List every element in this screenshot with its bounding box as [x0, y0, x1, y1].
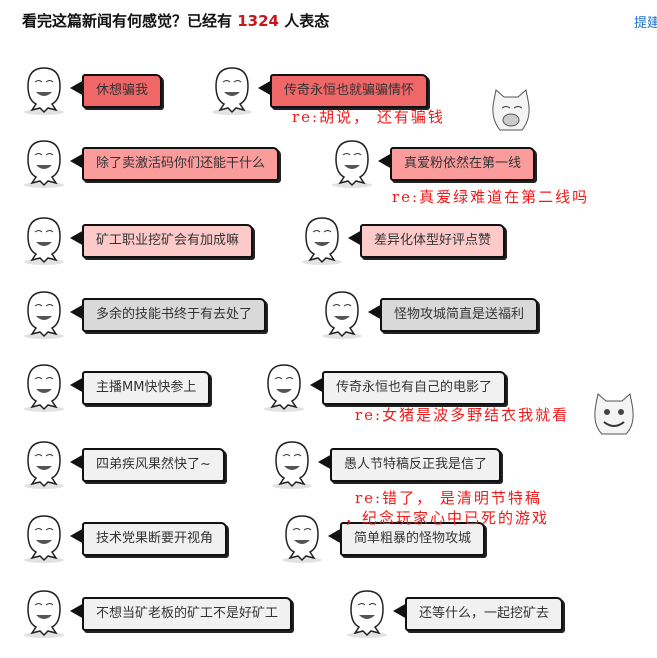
- reaction-bubble[interactable]: 传奇永恒也就骗骗情怀: [257, 74, 429, 108]
- page-title: 看完这篇新闻有何感觉？已经有 1324 人表态: [22, 10, 329, 31]
- reaction-bubble[interactable]: 差异化体型好评点赞: [347, 224, 506, 258]
- grin-face-icon: [282, 515, 322, 563]
- laughing-face-icon: [24, 441, 64, 489]
- calm-face-icon: [347, 590, 387, 638]
- grin-face-icon: [322, 291, 362, 339]
- grin-face-icon: [24, 291, 64, 339]
- reaction-bubble[interactable]: 多余的技能书终于有去处了: [69, 298, 267, 332]
- reaction-bubble[interactable]: 矿工职业挖矿会有加成嘛: [69, 224, 254, 258]
- reaction-bubble[interactable]: 简单粗暴的怪物攻城: [327, 522, 486, 556]
- reaction-bubble[interactable]: 主播MM快快参上: [69, 371, 211, 405]
- title-text: 看完这篇新闻有何感觉？已经有: [22, 12, 233, 30]
- annotation-note: re:真爱绿难道在第二线吗: [392, 188, 590, 206]
- blushing-face-icon: [264, 364, 304, 412]
- crying-laugh-face-icon: [24, 217, 64, 265]
- suggestion-link[interactable]: 提建: [634, 16, 657, 31]
- laughing-face-icon: [24, 590, 64, 638]
- crying-laugh-face-icon: [24, 67, 64, 115]
- cat-face-meme-icon: [594, 393, 634, 435]
- reaction-bubble[interactable]: 真爱粉依然在第一线: [377, 147, 536, 181]
- smug-face-icon: [24, 364, 64, 412]
- reaction-bubble[interactable]: 技术党果断要开视角: [69, 522, 228, 556]
- crying-laugh-face-icon: [212, 67, 252, 115]
- serious-face-icon: [332, 140, 372, 188]
- thinking-face-icon: [24, 515, 64, 563]
- reaction-bubble[interactable]: 休想骗我: [69, 74, 163, 108]
- annotation-note: re:胡说， 还有骗钱: [292, 108, 445, 126]
- reaction-count: 1324: [237, 12, 279, 30]
- reaction-bubble[interactable]: 愚人节特稿反正我是信了: [317, 448, 502, 482]
- reaction-bubble[interactable]: 传奇永恒也有自己的电影了: [309, 371, 507, 405]
- reaction-bubble[interactable]: 除了卖激活码你们还能干什么: [69, 147, 280, 181]
- annotation-note: re:错了， 是清明节特稿: [355, 489, 542, 507]
- reaction-bubble[interactable]: 不想当矿老板的矿工不是好矿工: [69, 597, 293, 631]
- annotation-note: ，纪念玩家心中已死的游戏: [345, 509, 550, 527]
- reaction-bubble[interactable]: 四弟疾风果然快了~: [70, 448, 225, 482]
- title-suffix: 人表态: [284, 12, 330, 30]
- thinking-face-icon: [302, 217, 342, 265]
- buck-teeth-face-icon: [272, 441, 312, 489]
- cat-face-meme-icon: [492, 89, 530, 131]
- reaction-bubble[interactable]: 怪物攻城简直是送福利: [367, 298, 539, 332]
- reaction-bubble[interactable]: 还等什么，一起挖矿去: [392, 597, 564, 631]
- annotation-note: re:女猪是波多野结衣我就看: [355, 406, 570, 424]
- crying-laugh-face-icon: [24, 140, 64, 188]
